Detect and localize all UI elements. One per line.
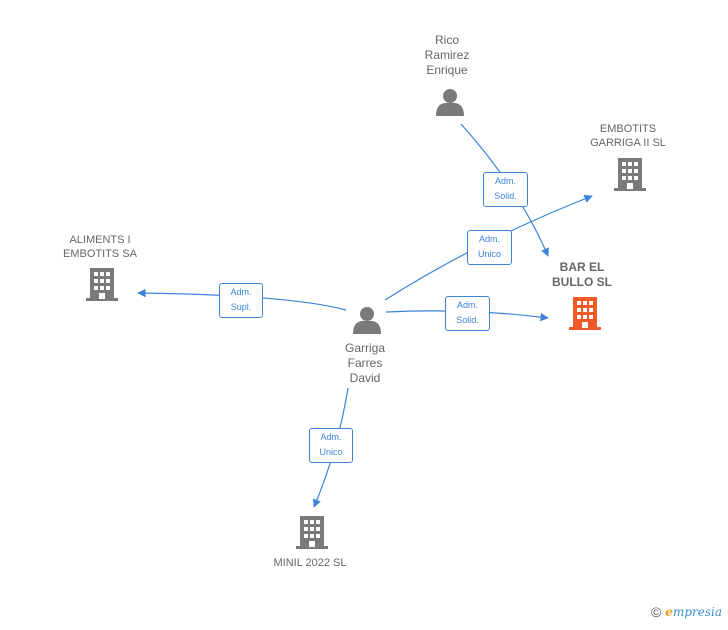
building-icon-main [569,297,601,330]
building-icon [614,158,646,191]
company-label-bar-el-bullo[interactable]: BAR EL BULLO SL [552,260,612,289]
company-label-aliments[interactable]: ALIMENTS I EMBOTITS SA [63,234,137,260]
person-icon [353,307,381,334]
company-label-minil[interactable]: MINIL 2022 SL [273,557,347,569]
edge-label-garriga-aliments: Adm. Supl. [219,283,263,318]
person-icon [436,89,464,116]
edge-label-garriga-minil: Adm. Unico [309,428,353,463]
edge-garriga-aliments [137,288,347,311]
copyright-icon: © [650,604,662,620]
building-icon [86,268,118,301]
company-label-embotits-garriga[interactable]: EMBOTITS GARRIGA II SL [590,123,666,149]
edge-label-rico-bar: Adm. Solid. [483,172,528,207]
edge-label-garriga-bar: Adm. Solid. [445,296,490,331]
edge-label-garriga-embotits: Adm. Unico [467,230,512,265]
footer-brand: © empresia [651,604,722,620]
person-label-garriga[interactable]: Garriga Farres David [344,341,385,385]
brand-logo[interactable]: empresia [665,605,722,619]
building-icon [296,516,328,549]
person-label-rico[interactable]: Rico Ramirez Enrique [424,33,470,77]
